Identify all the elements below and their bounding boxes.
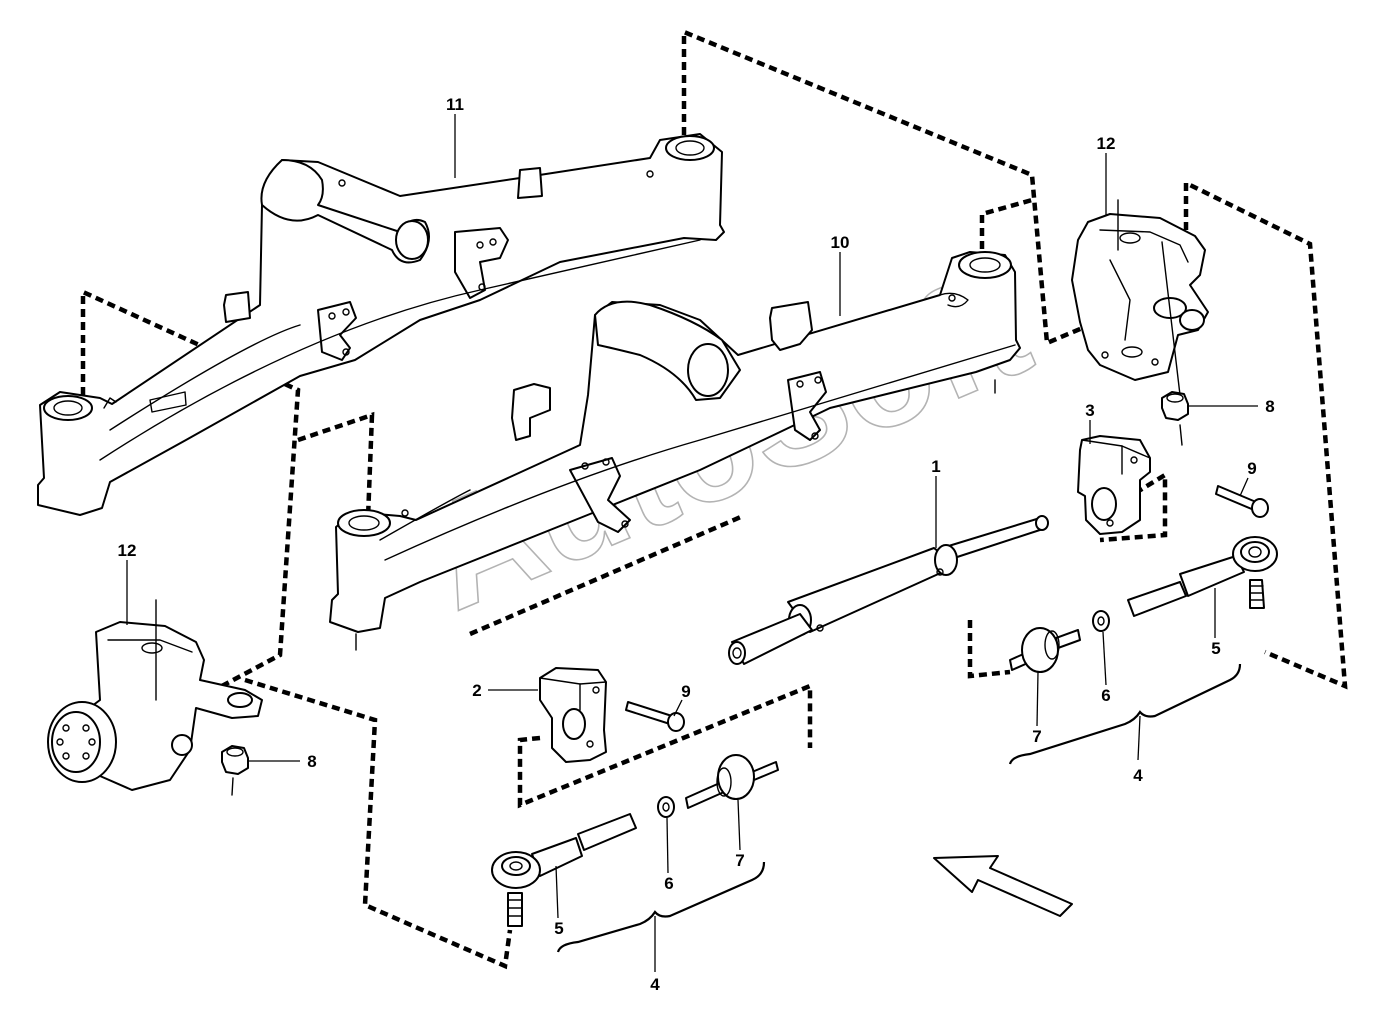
nut-left: [221, 745, 249, 796]
steering-knuckle-left: [47, 599, 263, 791]
front-axle-beam: [329, 251, 1021, 651]
steering-knuckle-right: [1071, 199, 1209, 396]
callout-5-left: 5: [554, 919, 563, 938]
clamp-left: [539, 667, 607, 763]
clamp-right: [1077, 435, 1151, 535]
callout-6-right: 6: [1101, 686, 1110, 705]
brace-right: [1008, 663, 1242, 765]
callout-2: 2: [472, 681, 481, 700]
callout-12-left: 12: [118, 541, 137, 560]
callout-1: 1: [931, 457, 940, 476]
callout-10: 10: [831, 233, 850, 252]
ball-joint-right: [1009, 627, 1081, 673]
leader-lines: [126, 114, 1258, 972]
callout-6-left: 6: [664, 874, 673, 893]
callout-3: 3: [1085, 401, 1094, 420]
callout-7-left: 7: [735, 851, 744, 870]
callout-7-right: 7: [1032, 727, 1041, 746]
washer-right: [1092, 610, 1110, 632]
tie-rod-end-right: [1127, 536, 1278, 617]
callout-4-right: 4: [1133, 766, 1143, 785]
callout-5-right: 5: [1211, 639, 1220, 658]
bolt-left: [625, 701, 685, 732]
callout-8-right: 8: [1265, 397, 1274, 416]
callout-11: 11: [446, 95, 464, 114]
callout-labels: 11 10 12 12 8 8 3 2 9 9 1 5 5 6 6 7 7 4 …: [118, 95, 1275, 994]
nut-right: [1161, 391, 1189, 446]
callout-12-right: 12: [1097, 134, 1116, 153]
rear-axle-beam: [37, 133, 725, 516]
brace-left: [556, 861, 766, 953]
steering-cylinder: [728, 515, 1049, 665]
bolt-right: [1215, 485, 1269, 518]
callout-9-left: 9: [681, 682, 690, 701]
callout-4-left: 4: [650, 975, 660, 994]
direction-arrow: [933, 855, 1073, 917]
washer-left: [657, 796, 675, 818]
callout-8-left: 8: [307, 752, 316, 771]
callout-9-right: 9: [1247, 459, 1256, 478]
ball-joint-left: [685, 754, 779, 809]
tie-rod-end-left: [491, 813, 637, 927]
assembly-dashed-lines: [80, 28, 1348, 970]
